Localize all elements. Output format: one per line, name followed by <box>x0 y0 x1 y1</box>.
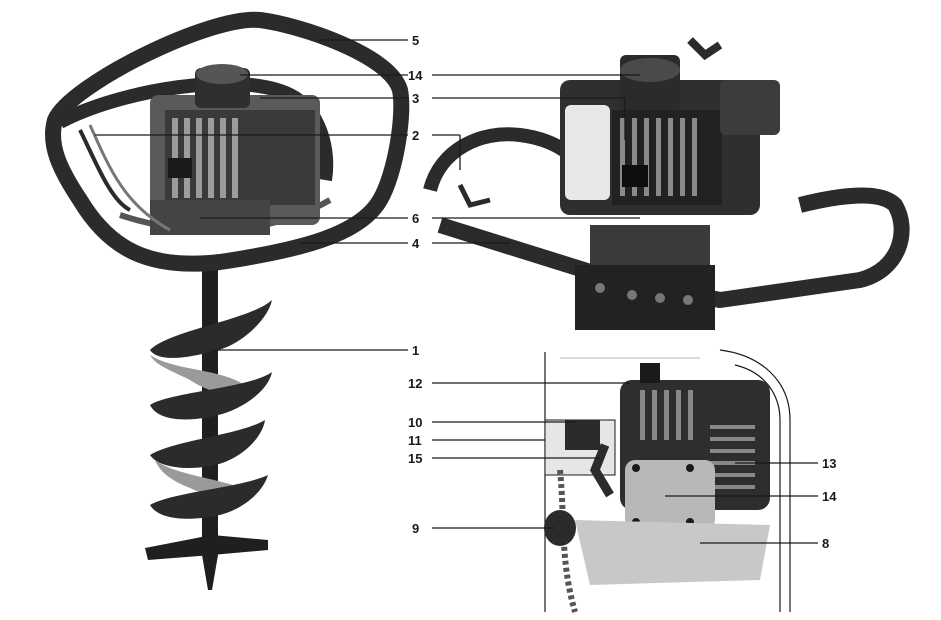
callout-8: 8 <box>822 536 829 551</box>
detail-engine <box>544 363 770 613</box>
callout-10: 10 <box>408 415 422 430</box>
callout-13: 13 <box>822 456 836 471</box>
engine-block <box>78 64 320 235</box>
callouts: 5 14 3 2 6 4 1 12 10 11 15 13 14 9 8 <box>95 33 837 551</box>
callout-5: 5 <box>412 33 419 48</box>
engine-detail-view <box>544 349 791 613</box>
callout-1: 1 <box>412 343 419 358</box>
callout-6: 6 <box>412 211 419 226</box>
auger-bit <box>145 265 272 590</box>
callout-9: 9 <box>412 521 419 536</box>
callout-12: 12 <box>408 376 422 391</box>
callout-11: 11 <box>408 433 422 448</box>
callout-2: 2 <box>412 128 419 143</box>
auger-front-view <box>45 11 410 590</box>
callout-14: 14 <box>822 489 837 504</box>
callout-3: 3 <box>412 91 419 106</box>
callout-15: 15 <box>408 451 422 466</box>
rear-engine <box>560 37 780 330</box>
callout-4: 4 <box>412 236 420 251</box>
powerhead-rear-view <box>423 37 910 330</box>
callout-14: 14 <box>408 68 423 83</box>
